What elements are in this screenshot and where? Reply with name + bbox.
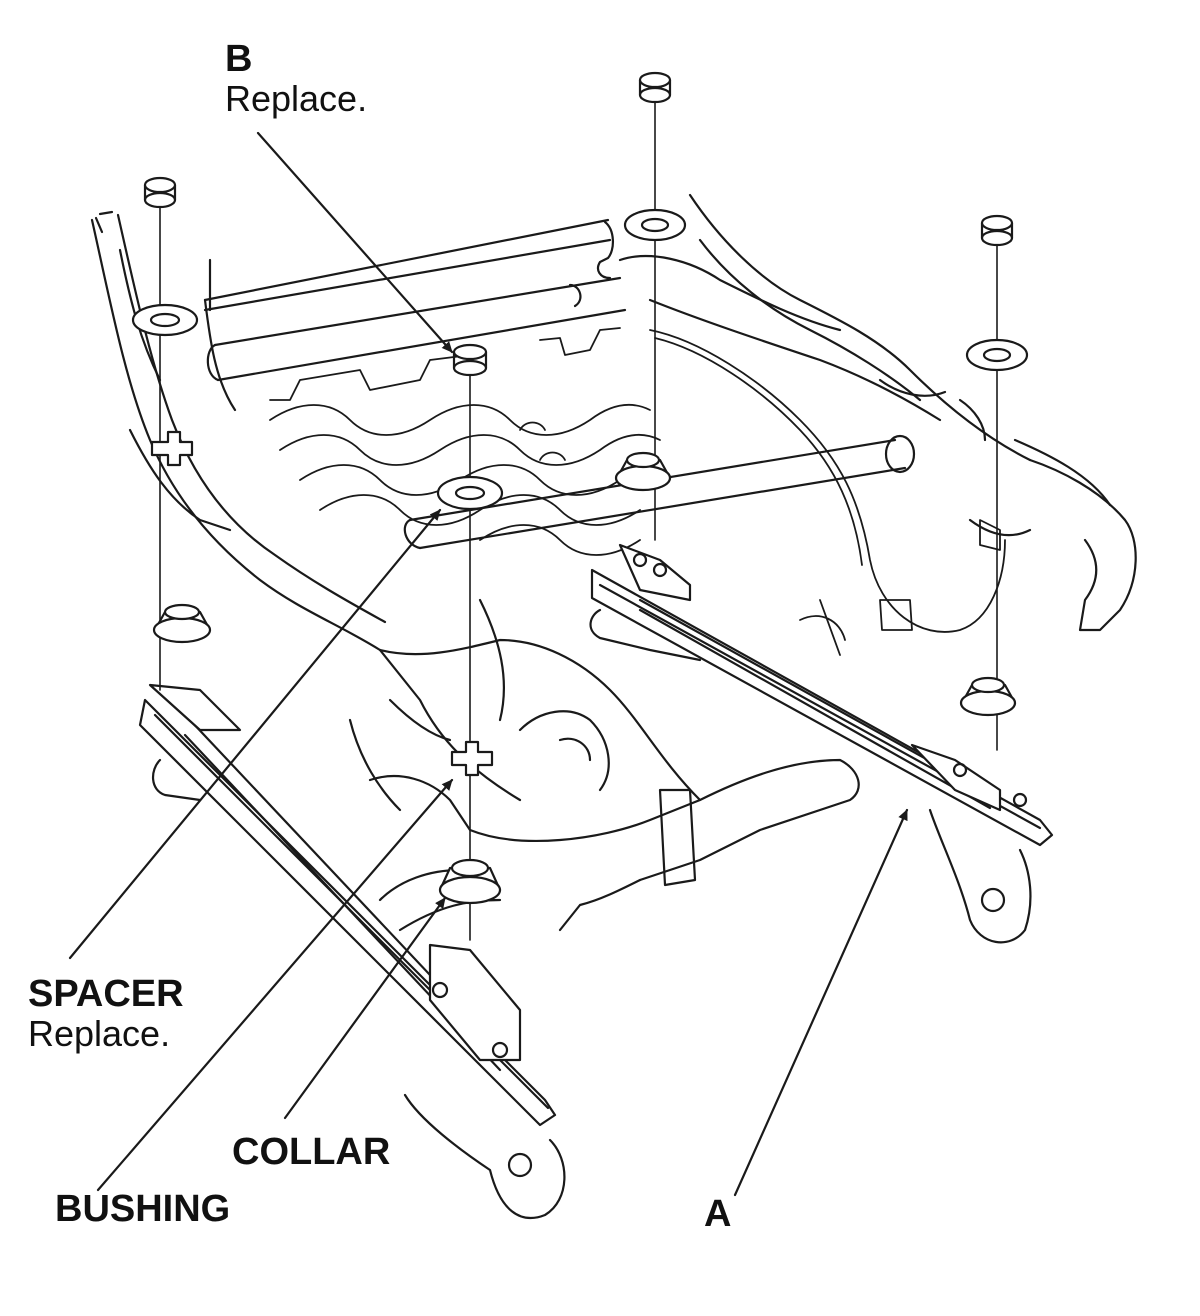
bushing-icon: [150, 430, 194, 467]
washers: [131, 208, 1029, 511]
leader-bushing: [96, 778, 454, 1192]
nut-icon: [143, 176, 177, 209]
rail-left: [138, 683, 566, 1220]
label-collar-name: COLLAR: [232, 1131, 391, 1173]
label-bushing-name: BUSHING: [55, 1188, 231, 1230]
washer-icon: [965, 338, 1029, 372]
fastener-centerlines: [159, 94, 998, 941]
label-b-note: Replace.: [225, 77, 368, 119]
washer-icon: [131, 303, 199, 337]
bushings: [150, 430, 494, 777]
leader-b: [256, 131, 454, 354]
label-a: A: [704, 1193, 732, 1235]
label-b: B Replace.: [225, 38, 368, 119]
collar-icon: [959, 676, 1017, 717]
label-a-letter: A: [704, 1193, 732, 1235]
nut-icon: [980, 214, 1014, 247]
seat-frame-base: [348, 598, 860, 932]
seat-frame-right-side: [618, 193, 1137, 632]
collar-icon: [438, 858, 502, 905]
label-b-letter: B: [225, 38, 253, 80]
seat-spring: [269, 327, 661, 556]
label-collar: COLLAR: [232, 1131, 391, 1173]
leader-collar: [283, 896, 447, 1120]
wire-harness: [649, 329, 1006, 656]
leader-spacer: [68, 508, 442, 960]
seat-frame-rear-tubes: [203, 218, 627, 382]
rail-a: [589, 543, 1054, 944]
collar-icon: [614, 451, 672, 492]
leader-a: [733, 808, 909, 1197]
label-bushing: BUSHING: [55, 1188, 231, 1230]
nut-icon: [452, 343, 488, 377]
label-spacer: SPACER Replace.: [28, 973, 184, 1054]
leader-lines: [68, 131, 909, 1197]
collar-icon: [152, 603, 212, 644]
nut-icon: [638, 71, 672, 104]
bushing-icon: [450, 740, 494, 777]
collars: [152, 451, 1017, 905]
label-spacer-note: Replace.: [28, 1012, 171, 1054]
washer-icon: [436, 475, 504, 511]
label-spacer-name: SPACER: [28, 973, 184, 1015]
flange-nuts: [143, 71, 1014, 377]
washer-icon: [623, 208, 687, 242]
